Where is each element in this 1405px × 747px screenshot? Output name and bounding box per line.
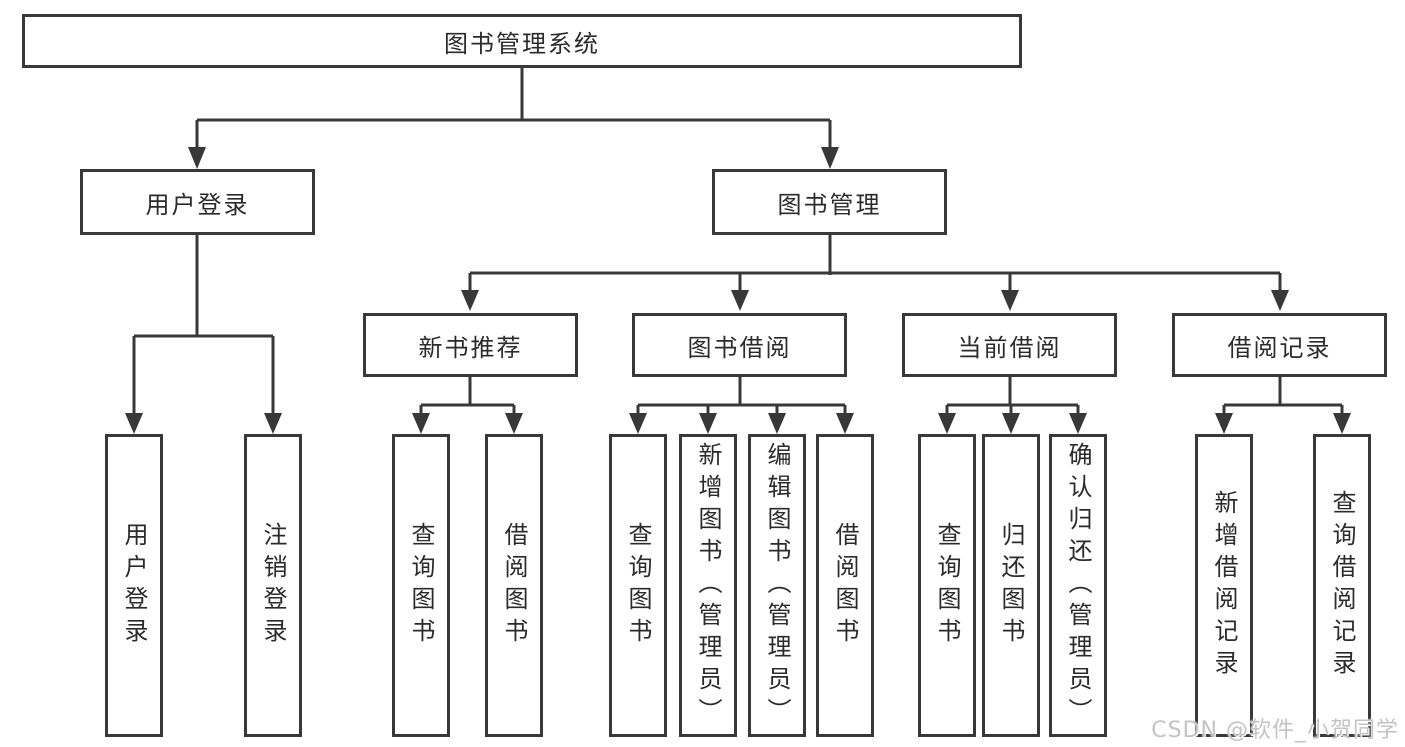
node-label: 查询借阅记录	[1328, 489, 1356, 682]
leaf-borrow-books-1: 借阅图书	[485, 434, 543, 737]
node-label: 新增借阅记录	[1210, 489, 1238, 682]
leaf-query-books-2: 查询图书	[609, 434, 667, 737]
node-label: 用户登录	[120, 521, 148, 650]
node-label: 图书管理	[777, 190, 882, 219]
arrowhead-icons	[125, 147, 1351, 434]
node-label: 当前借阅	[957, 333, 1062, 362]
node-label: 新书推荐	[418, 333, 523, 362]
leaf-add-borrow-record: 新增借阅记录	[1195, 434, 1253, 737]
node-label: 归还图书	[997, 521, 1025, 650]
node-label: 借阅图书	[831, 521, 859, 650]
leaf-query-borrow-record: 查询借阅记录	[1313, 434, 1371, 737]
node-label: 图书管理系统	[444, 29, 600, 58]
connector-skeleton	[132, 68, 1344, 416]
leaf-query-books-3: 查询图书	[918, 434, 976, 737]
leaf-edit-book-admin: 编辑图书（管理员）	[748, 434, 806, 737]
leaf-user-login: 用户登录	[105, 434, 163, 737]
watermark: CSDN @软件_小贺同学	[1151, 718, 1399, 743]
node-book-management: 图书管理	[712, 169, 947, 235]
node-user-login: 用户登录	[80, 169, 315, 235]
node-current-borrowing: 当前借阅	[902, 313, 1117, 377]
node-label: 确认归还（管理员）	[1064, 441, 1092, 730]
node-borrowing-records: 借阅记录	[1172, 313, 1387, 377]
node-label: 查询图书	[933, 521, 961, 650]
node-label: 用户登录	[145, 190, 250, 219]
node-label: 编辑图书（管理员）	[763, 441, 791, 730]
node-label: 新增图书（管理员）	[694, 441, 722, 730]
leaf-return-book: 归还图书	[982, 434, 1040, 737]
node-label: 借阅记录	[1227, 333, 1332, 362]
node-label: 注销登录	[259, 521, 287, 650]
leaf-logout: 注销登录	[244, 434, 302, 737]
node-new-book-recommend: 新书推荐	[363, 313, 578, 377]
leaf-borrow-books-2: 借阅图书	[816, 434, 874, 737]
node-label: 图书借阅	[687, 333, 792, 362]
node-book-borrowing: 图书借阅	[632, 313, 847, 377]
leaf-confirm-return-admin: 确认归还（管理员）	[1049, 434, 1107, 737]
node-label: 查询图书	[407, 521, 435, 650]
node-label: 借阅图书	[500, 521, 528, 650]
leaf-query-books-1: 查询图书	[392, 434, 450, 737]
node-label: 查询图书	[624, 521, 652, 650]
leaf-add-book-admin: 新增图书（管理员）	[679, 434, 737, 737]
node-root-system: 图书管理系统	[22, 14, 1022, 68]
